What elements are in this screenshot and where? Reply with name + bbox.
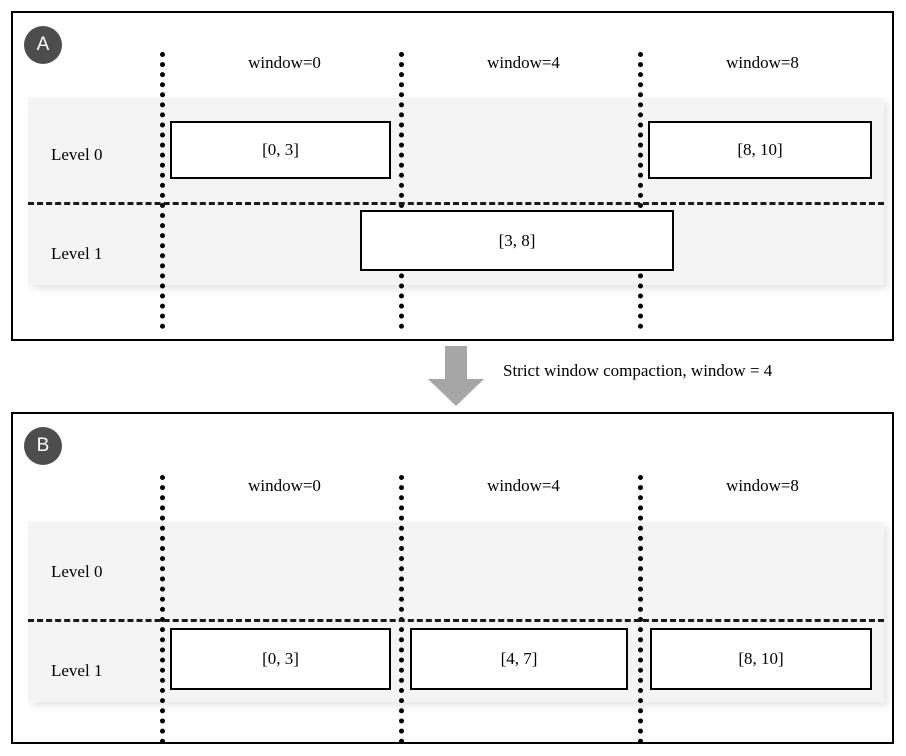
panel-b-interval-box: [8, 10] xyxy=(650,628,872,690)
panel-a-interval-box: [3, 8] xyxy=(360,210,674,271)
panel-a-interval-box: [8, 10] xyxy=(648,121,872,179)
panel-a-level-label-1: Level 1 xyxy=(51,244,103,263)
window-divider-4 xyxy=(399,475,404,744)
panel-a-level-divider xyxy=(28,202,884,205)
window-divider-8 xyxy=(638,52,643,329)
panel-a-window-label-4: window=4 xyxy=(487,53,560,72)
window-divider-4 xyxy=(399,52,404,329)
panel-b-level-label-1: Level 1 xyxy=(51,661,103,680)
window-divider-0 xyxy=(160,475,165,744)
panel-b: B window=0 window=4 window=8 Level 0 Lev… xyxy=(11,412,894,744)
transition-row: Strict window compaction, window = 4 xyxy=(0,344,906,410)
panel-a-level-label-0: Level 0 xyxy=(51,145,103,164)
panel-a-badge: A xyxy=(24,26,62,64)
panel-b-badge: B xyxy=(24,427,62,465)
window-divider-0 xyxy=(160,52,165,329)
panel-b-window-label-8: window=8 xyxy=(726,476,799,495)
window-divider-8 xyxy=(638,475,643,744)
panel-a-window-label-8: window=8 xyxy=(726,53,799,72)
down-arrow-icon xyxy=(428,346,484,406)
panel-b-level-divider xyxy=(28,619,884,622)
panel-b-window-label-4: window=4 xyxy=(487,476,560,495)
panel-b-interval-box: [0, 3] xyxy=(170,628,391,690)
panel-a-interval-box: [0, 3] xyxy=(170,121,391,179)
panel-a: A window=0 window=4 window=8 Level 0 Lev… xyxy=(11,11,894,341)
panel-b-window-label-0: window=0 xyxy=(248,476,321,495)
panel-b-level-label-0: Level 0 xyxy=(51,562,103,581)
transition-caption: Strict window compaction, window = 4 xyxy=(503,361,773,380)
panel-a-window-label-0: window=0 xyxy=(248,53,321,72)
panel-b-interval-box: [4, 7] xyxy=(410,628,628,690)
